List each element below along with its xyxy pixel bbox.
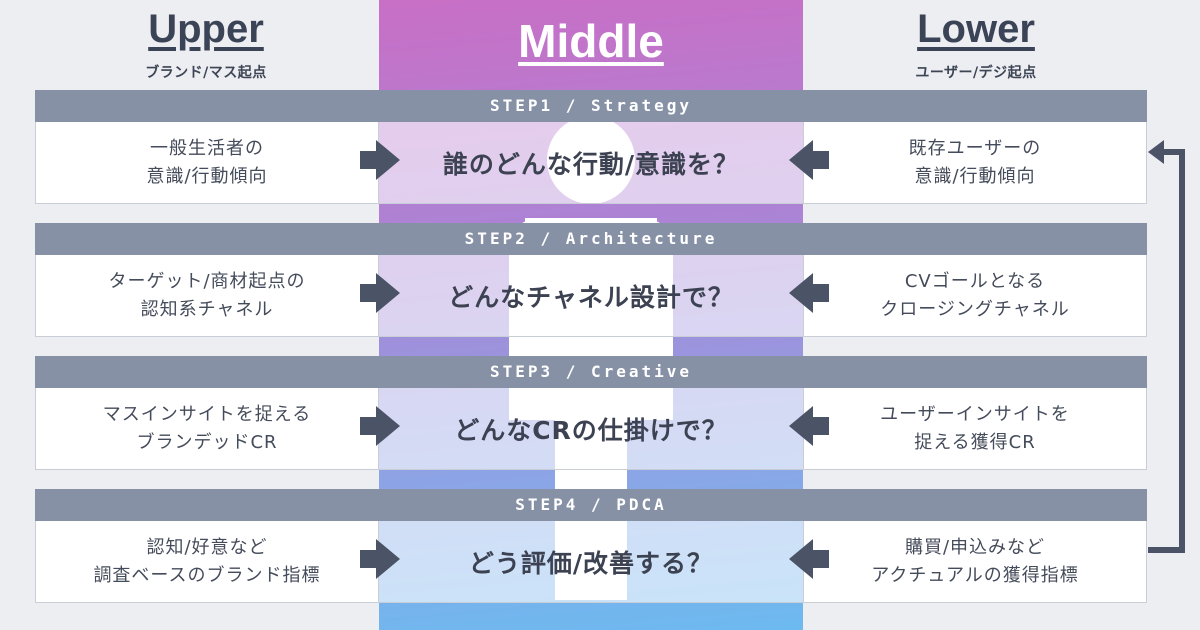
lower-text: 既存ユーザーの 意識/行動傾向 <box>908 137 1042 187</box>
middle-question: どう評価/改善する？ <box>468 548 714 578</box>
loop-arrow-icon <box>1148 140 1185 553</box>
middle-cell: 誰のどんな行動/意識を？ <box>379 122 803 204</box>
lower-cell: 購買/申込みなど アクチュアルの獲得指標 <box>803 521 1147 603</box>
upper-cell: 認知/好意など 調査ベースのブランド指標 <box>35 521 379 603</box>
arrow-left-icon <box>789 273 829 313</box>
upper-cell: 一般生活者の 意識/行動傾向 <box>35 122 379 204</box>
upper-title: Upper <box>148 7 264 51</box>
middle-title: Middle <box>518 15 664 67</box>
middle-cell: どんなCRの仕掛けで？ <box>379 388 803 470</box>
lower-cell: ユーザーインサイトを 捉える獲得CR <box>803 388 1147 470</box>
upper-column-header: Upper ブランド/マス起点 <box>36 0 376 82</box>
step-row-1: STEP1 / Strategy 一般生活者の 意識/行動傾向 誰のどんな行動/… <box>35 90 1147 206</box>
step-label: STEP3 / Creative <box>35 356 1147 388</box>
upper-text: 認知/好意など 調査ベースのブランド指標 <box>93 536 321 586</box>
middle-cell: どう評価/改善する？ <box>379 521 803 603</box>
arrow-left-icon <box>789 140 829 180</box>
arrow-right-icon <box>360 140 400 180</box>
step-row-2: STEP2 / Architecture ターゲット/商材起点の 認知系チャネル… <box>35 223 1147 339</box>
lower-cell: CVゴールとなる クロージングチャネル <box>803 255 1147 337</box>
upper-cell: ターゲット/商材起点の 認知系チャネル <box>35 255 379 337</box>
middle-cell: どんなチャネル設計で？ <box>379 255 803 337</box>
upper-subtitle: ブランド/マス起点 <box>145 65 267 81</box>
lower-cell: 既存ユーザーの 意識/行動傾向 <box>803 122 1147 204</box>
lower-text: 購買/申込みなど アクチュアルの獲得指標 <box>871 536 1079 586</box>
upper-text: ターゲット/商材起点の 認知系チャネル <box>108 270 306 320</box>
upper-cell: マスインサイトを捉える ブランデッドCR <box>35 388 379 470</box>
arrow-right-icon <box>360 406 400 446</box>
step-row-3: STEP3 / Creative マスインサイトを捉える ブランデッドCR どん… <box>35 356 1147 472</box>
lower-title: Lower <box>917 7 1035 51</box>
lower-column-header: Lower ユーザー/デジ起点 <box>806 0 1146 82</box>
step-row-4: STEP4 / PDCA 認知/好意など 調査ベースのブランド指標 どう評価/改… <box>35 489 1147 605</box>
arrow-right-icon <box>360 539 400 579</box>
step-label: STEP1 / Strategy <box>35 90 1147 122</box>
step-label: STEP4 / PDCA <box>35 489 1147 521</box>
middle-column-header: Middle <box>379 0 803 64</box>
lower-text: CVゴールとなる クロージングチャネル <box>880 270 1070 320</box>
middle-question: 誰のどんな行動/意識を？ <box>442 149 740 179</box>
lower-text: ユーザーインサイトを 捉える獲得CR <box>880 403 1070 453</box>
arrow-left-icon <box>789 406 829 446</box>
middle-question: どんなCRの仕掛けで？ <box>454 415 728 445</box>
upper-text: 一般生活者の 意識/行動傾向 <box>146 137 268 187</box>
middle-question: どんなチャネル設計で？ <box>448 282 734 312</box>
step-label: STEP2 / Architecture <box>35 223 1147 255</box>
arrow-right-icon <box>360 273 400 313</box>
upper-text: マスインサイトを捉える ブランデッドCR <box>102 403 312 453</box>
arrow-left-icon <box>789 539 829 579</box>
lower-subtitle: ユーザー/デジ起点 <box>915 65 1037 81</box>
